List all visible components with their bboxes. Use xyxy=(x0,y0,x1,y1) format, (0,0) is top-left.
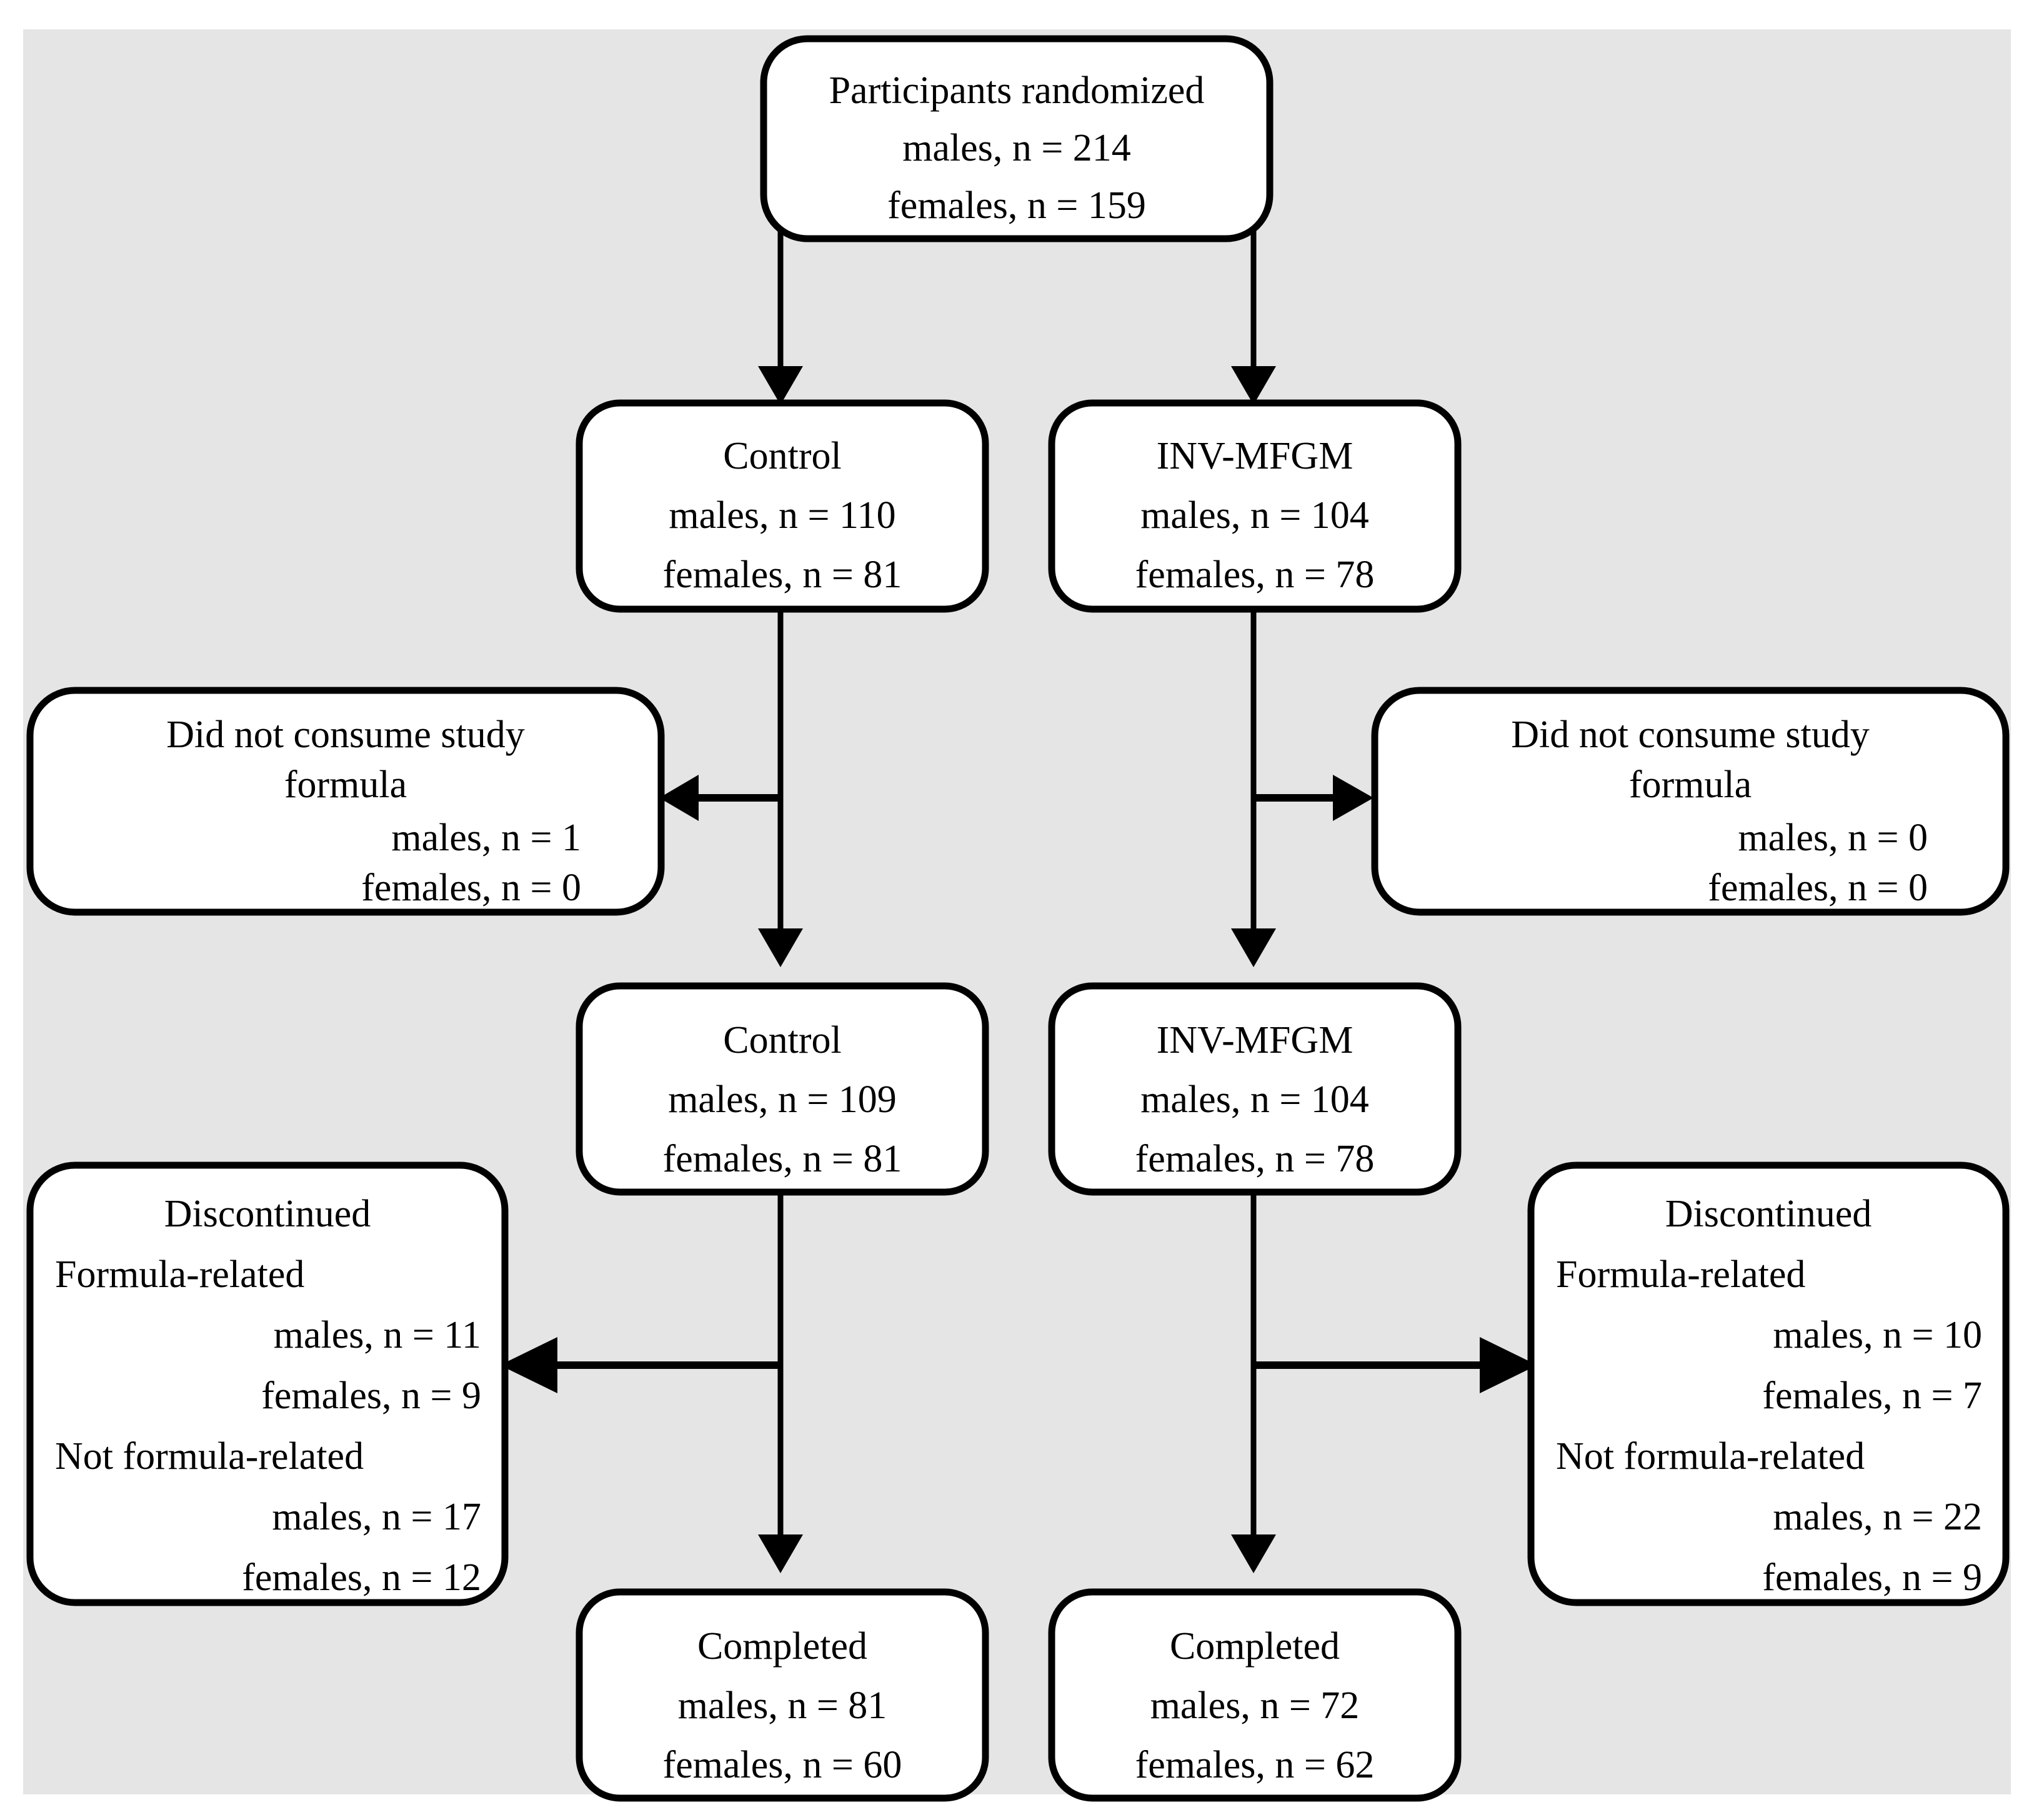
arrowhead-to-invmfgm-consumed xyxy=(1231,928,1276,967)
control-discontinued-formula-related-header: Formula-related xyxy=(55,1253,304,1296)
control-randomized-males: males, n = 110 xyxy=(669,494,895,537)
control-randomized-box[interactable] xyxy=(576,399,989,613)
node-invmfgm-consumed[interactable]: INV-MFGM males, n = 104 females, n = 78 xyxy=(1048,982,1462,1196)
node-control-did-not-consume[interactable]: Did not consume study formula males, n =… xyxy=(26,687,665,916)
invmfgm-discontinued-formula-related-header: Formula-related xyxy=(1556,1253,1805,1296)
node-invmfgm-randomized[interactable]: INV-MFGM males, n = 104 females, n = 78 xyxy=(1048,399,1462,613)
invmfgm-randomized-females: females, n = 78 xyxy=(1135,554,1375,596)
control-completed-males: males, n = 81 xyxy=(678,1684,887,1727)
control-consumed-females: females, n = 81 xyxy=(663,1138,902,1180)
invmfgm-discontinued-not-formula-related-males: males, n = 22 xyxy=(1773,1496,1982,1538)
participants-randomized-males: males, n = 214 xyxy=(902,127,1131,169)
control-discontinued-formula-related-males: males, n = 11 xyxy=(274,1314,481,1356)
invmfgm-did-not-consume-title-line1: Did not consume study xyxy=(1511,714,1869,756)
invmfgm-did-not-consume-males: males, n = 0 xyxy=(1738,817,1928,859)
arrowhead-to-invmfgm-randomized xyxy=(1231,366,1276,405)
invmfgm-completed-females: females, n = 62 xyxy=(1135,1744,1375,1786)
arrowhead-control-discontinued xyxy=(500,1337,557,1393)
control-did-not-consume-title-line1: Did not consume study xyxy=(166,714,524,756)
invmfgm-did-not-consume-title-line2: formula xyxy=(1629,763,1752,806)
control-did-not-consume-males: males, n = 1 xyxy=(391,817,581,859)
invmfgm-discontinued-not-formula-related-females: females, n = 9 xyxy=(1762,1556,1982,1599)
arrowhead-to-control-consumed xyxy=(758,928,803,967)
control-discontinued-title: Discontinued xyxy=(164,1193,371,1235)
control-completed-females: females, n = 60 xyxy=(663,1744,902,1786)
node-control-consumed[interactable]: Control males, n = 109 females, n = 81 xyxy=(576,982,989,1196)
control-randomized-females: females, n = 81 xyxy=(663,554,902,596)
control-completed-box[interactable] xyxy=(576,1588,989,1802)
control-discontinued-not-formula-related-females: females, n = 12 xyxy=(242,1556,481,1599)
invmfgm-discontinued-not-formula-related-header: Not formula-related xyxy=(1556,1435,1865,1478)
control-discontinued-formula-related-females: females, n = 9 xyxy=(261,1375,481,1417)
control-consumed-title: Control xyxy=(723,1019,841,1062)
arrowhead-invmfgm-not-consumed xyxy=(1333,775,1373,821)
invmfgm-discontinued-title: Discontinued xyxy=(1665,1193,1872,1235)
control-consumed-box[interactable] xyxy=(576,982,989,1196)
invmfgm-completed-box[interactable] xyxy=(1048,1588,1462,1802)
node-control-discontinued[interactable]: Discontinued Formula-related males, n = … xyxy=(26,1161,509,1606)
invmfgm-randomized-title: INV-MFGM xyxy=(1157,435,1354,477)
control-did-not-consume-box[interactable] xyxy=(26,687,665,916)
node-participants-randomized[interactable]: Participants randomized males, n = 214 f… xyxy=(760,35,1274,242)
arrowhead-to-control-completed xyxy=(758,1534,803,1573)
participants-randomized-females: females, n = 159 xyxy=(887,184,1146,227)
node-control-completed[interactable]: Completed males, n = 81 females, n = 60 xyxy=(576,1588,989,1802)
invmfgm-consumed-females: females, n = 78 xyxy=(1135,1138,1375,1180)
node-invmfgm-completed[interactable]: Completed males, n = 72 females, n = 62 xyxy=(1048,1588,1462,1802)
control-discontinued-box[interactable] xyxy=(26,1161,509,1606)
invmfgm-randomized-males: males, n = 104 xyxy=(1140,494,1369,537)
arrowhead-to-control-randomized xyxy=(758,366,803,405)
control-discontinued-not-formula-related-males: males, n = 17 xyxy=(272,1496,481,1538)
invmfgm-consumed-title: INV-MFGM xyxy=(1157,1019,1354,1062)
invmfgm-discontinued-box[interactable] xyxy=(1527,1161,2010,1606)
arrowhead-invmfgm-discontinued xyxy=(1480,1337,1537,1393)
invmfgm-discontinued-formula-related-females: females, n = 7 xyxy=(1762,1375,1982,1417)
invmfgm-did-not-consume-females: females, n = 0 xyxy=(1708,867,1928,909)
control-randomized-title: Control xyxy=(723,435,841,477)
control-consumed-males: males, n = 109 xyxy=(668,1078,897,1121)
invmfgm-consumed-box[interactable] xyxy=(1048,982,1462,1196)
control-completed-title: Completed xyxy=(697,1625,867,1668)
control-did-not-consume-title-line2: formula xyxy=(284,763,407,806)
invmfgm-did-not-consume-box[interactable] xyxy=(1371,687,2010,916)
arrowhead-control-not-consumed xyxy=(659,775,699,821)
invmfgm-consumed-males: males, n = 104 xyxy=(1140,1078,1369,1121)
arrowhead-to-invmfgm-completed xyxy=(1231,1534,1276,1573)
invmfgm-discontinued-formula-related-males: males, n = 10 xyxy=(1773,1314,1982,1356)
node-invmfgm-did-not-consume[interactable]: Did not consume study formula males, n =… xyxy=(1371,687,2010,916)
participants-randomized-box[interactable] xyxy=(760,35,1274,242)
control-did-not-consume-females: females, n = 0 xyxy=(361,867,581,909)
invmfgm-randomized-box[interactable] xyxy=(1048,399,1462,613)
participants-randomized-title: Participants randomized xyxy=(829,69,1205,112)
node-control-randomized[interactable]: Control males, n = 110 females, n = 81 xyxy=(576,399,989,613)
invmfgm-completed-title: Completed xyxy=(1170,1625,1340,1668)
invmfgm-completed-males: males, n = 72 xyxy=(1150,1684,1360,1727)
node-invmfgm-discontinued[interactable]: Discontinued Formula-related males, n = … xyxy=(1527,1161,2010,1606)
control-discontinued-not-formula-related-header: Not formula-related xyxy=(55,1435,364,1478)
